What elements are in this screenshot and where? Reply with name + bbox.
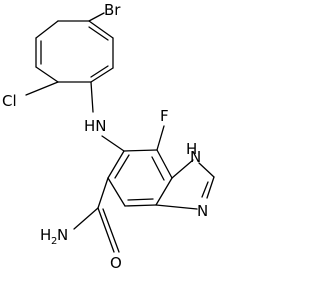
chemical-structure-diagram: Br Cl HN F H N N H 2 N O xyxy=(2,1,215,272)
phenyl-nh-bond xyxy=(90,81,94,113)
amide-nh2-subscript: 2 xyxy=(51,236,57,247)
chlorobromophenyl-ring xyxy=(35,20,114,83)
structure-canvas: Br Cl HN F H N N H 2 N O xyxy=(2,1,215,272)
imidazole-n-lower-label: N xyxy=(197,202,208,220)
br-bond xyxy=(88,12,105,22)
amide-nh2-h-label: H xyxy=(40,226,51,244)
carboxamide-group xyxy=(73,177,120,253)
amide-oxygen-label: O xyxy=(110,254,122,272)
nh-core-bond xyxy=(101,135,125,152)
amine-linker-label: HN xyxy=(84,117,107,135)
chlorine-label: Cl xyxy=(2,92,17,110)
imidazole-h-label: H xyxy=(186,140,197,158)
bromine-label: Br xyxy=(104,1,121,19)
amide-nh2-n-label: N xyxy=(57,226,68,244)
fluorine-label: F xyxy=(160,107,169,125)
imidazole-n-upper-label: N xyxy=(190,148,201,166)
f-bond xyxy=(156,125,165,151)
cl-bond xyxy=(25,81,59,96)
benzimidazole-benzene-ring xyxy=(107,149,173,207)
imidazole-ring xyxy=(155,159,215,210)
